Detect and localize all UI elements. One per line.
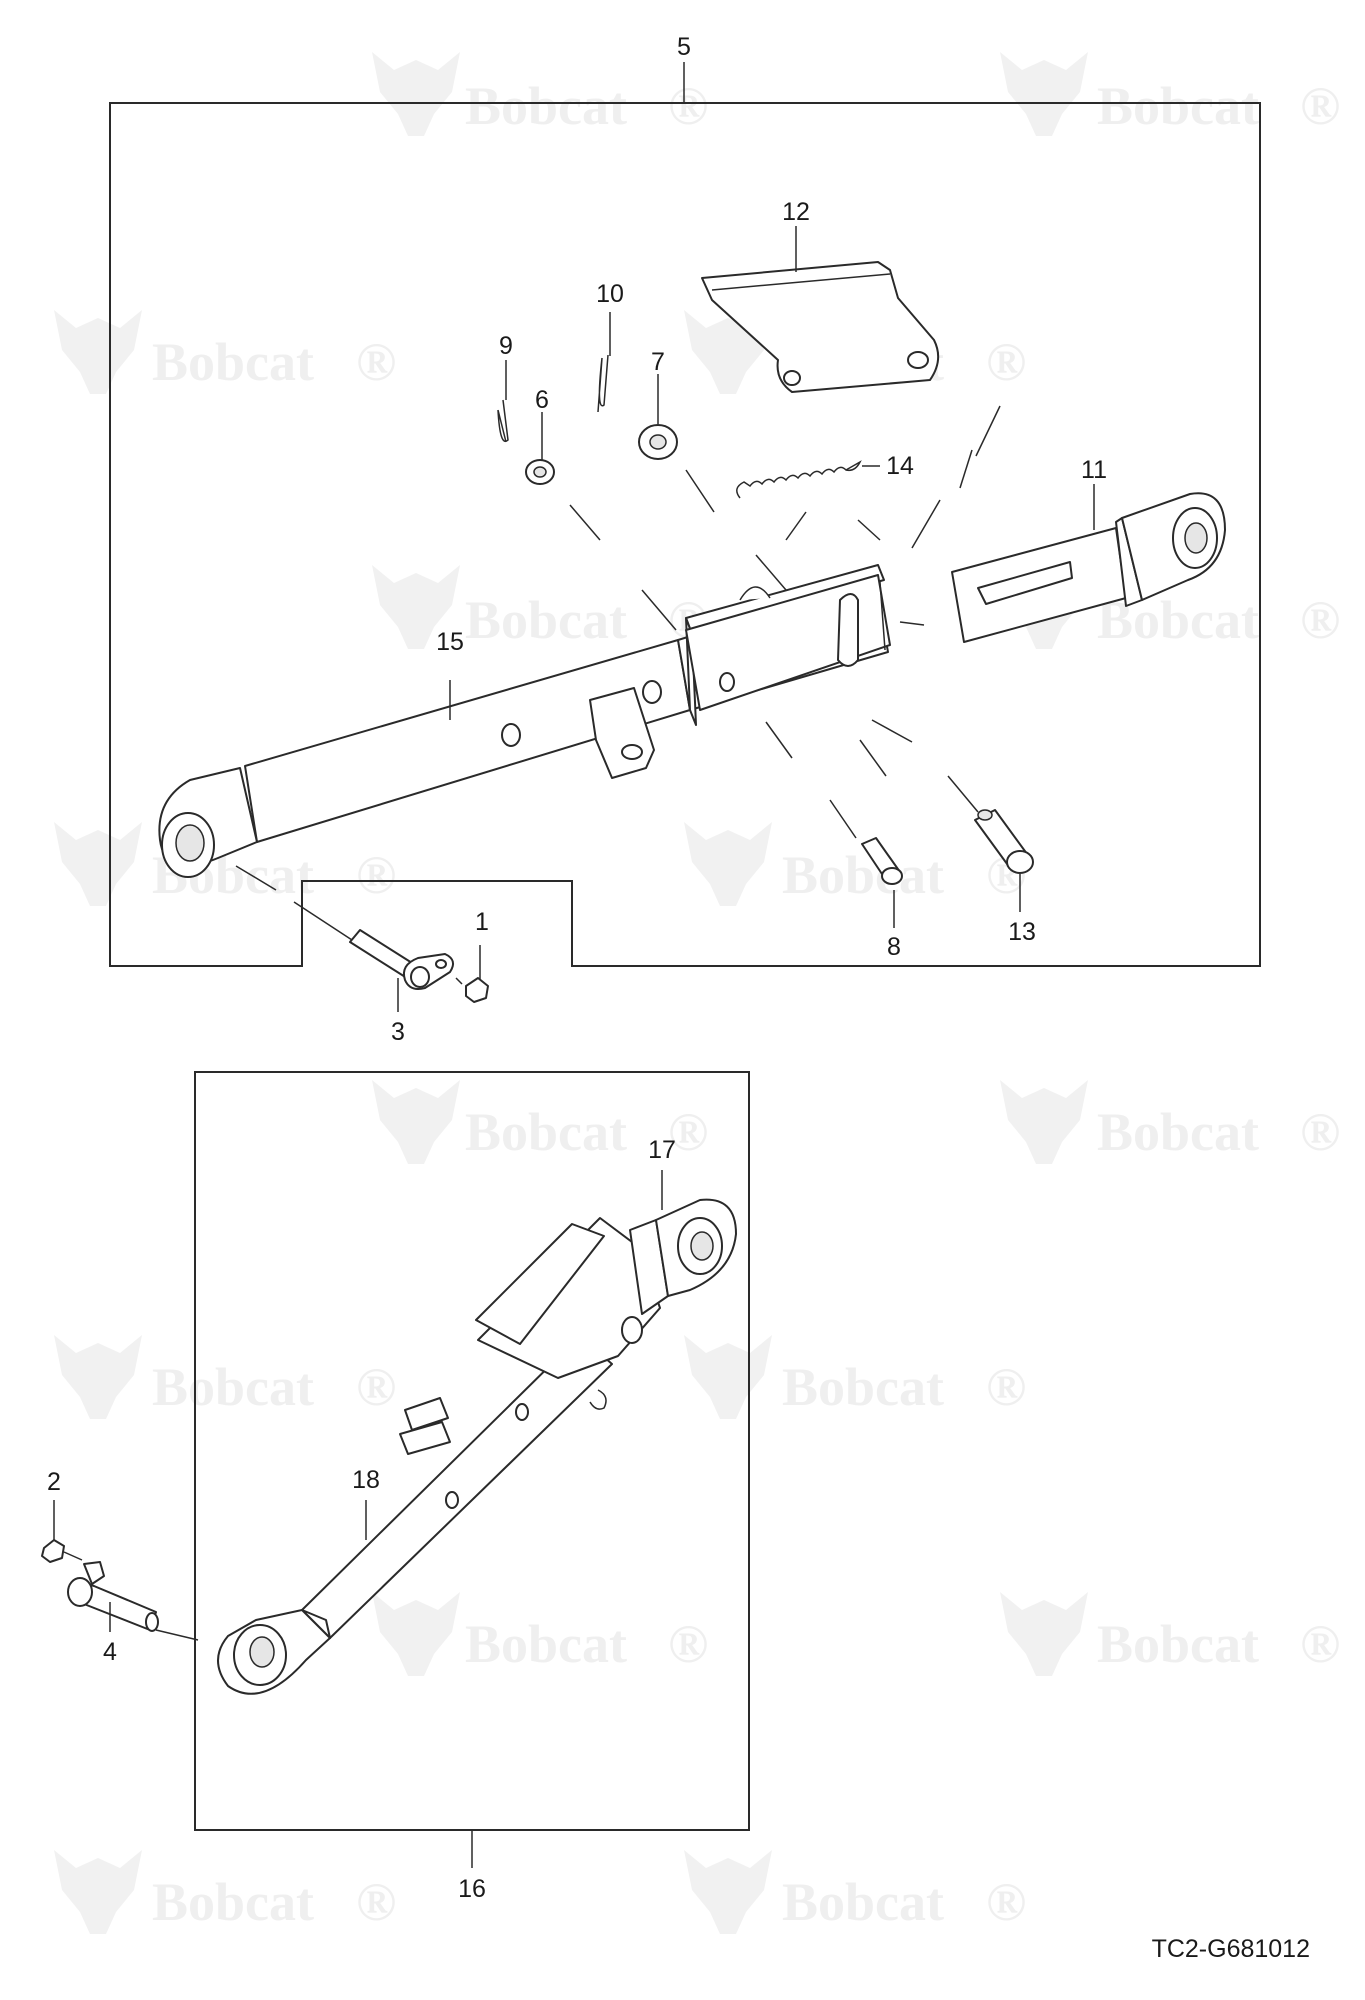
callout-7: 7 — [651, 348, 665, 376]
callout-13: 13 — [1008, 918, 1036, 946]
bobcat-logo-icon — [54, 1335, 142, 1419]
bobcat-logo-icon — [54, 310, 142, 394]
watermark-text: Bobcat — [782, 1357, 944, 1417]
bobcat-logo-icon — [1000, 52, 1088, 136]
watermark-text: Bobcat — [1097, 1102, 1259, 1162]
callout-6: 6 — [535, 386, 549, 414]
watermark-text: Bobcat — [1097, 1614, 1259, 1674]
bobcat-logo-icon — [372, 1592, 460, 1676]
callout-12: 12 — [782, 198, 810, 226]
watermark: Bobcat ® — [54, 1850, 396, 1934]
watermark-mark: ® — [986, 332, 1026, 392]
watermark: Bobcat ® — [684, 822, 1026, 906]
pin-13 — [974, 809, 1034, 874]
callout-10: 10 — [596, 280, 624, 308]
watermark: Bobcat ® — [684, 1335, 1026, 1419]
bobcat-logo-icon — [1000, 1592, 1088, 1676]
callout-1: 1 — [475, 908, 489, 936]
callout-15: 15 — [436, 628, 464, 656]
bobcat-logo-icon — [684, 1335, 772, 1419]
callout-4: 4 — [103, 1638, 117, 1666]
callout-16: 16 — [458, 1875, 486, 1903]
watermark: Bobcat ® — [1000, 1592, 1340, 1676]
lynch-pin-9 — [497, 399, 509, 443]
callout-8: 8 — [887, 933, 901, 961]
callouts: 1 2 3 4 5 6 7 8 9 10 11 12 13 14 15 16 1… — [47, 33, 1107, 1903]
watermark: Bobcat ® — [372, 52, 708, 136]
watermark: Bobcat ® — [1000, 1080, 1340, 1164]
watermark-text: Bobcat — [465, 76, 627, 136]
callout-14: 14 — [886, 452, 914, 480]
pin-3 — [349, 929, 455, 990]
watermark-mark: ® — [356, 845, 396, 905]
leader-lines — [53, 62, 1095, 1868]
assembly-outline-5 — [109, 102, 1261, 967]
watermark-mark: ® — [1300, 590, 1340, 650]
callout-3: 3 — [391, 1018, 405, 1046]
watermark-mark: ® — [986, 1872, 1026, 1932]
watermark: Bobcat ® — [1000, 52, 1340, 136]
watermark-text: Bobcat — [465, 590, 627, 650]
watermark-text: Bobcat — [465, 1614, 627, 1674]
washer-7 — [638, 424, 678, 460]
watermark-text: Bobcat — [1097, 76, 1259, 136]
watermark: Bobcat ® — [684, 1850, 1026, 1934]
callout-17: 17 — [648, 1136, 676, 1164]
watermark-group: Bobcat ® Bobcat ® Bobcat ® Bobcat ® Bobc… — [54, 52, 1340, 1934]
lower-link-arm-15 — [158, 564, 891, 878]
bobcat-logo-icon — [372, 52, 460, 136]
drawing-code: TC2-G681012 — [1152, 1935, 1310, 1963]
callout-5: 5 — [677, 33, 691, 61]
watermark-text: Bobcat — [782, 845, 944, 905]
bolt-1 — [455, 977, 489, 1003]
pin-4 — [67, 1561, 159, 1632]
lower-link-17 — [475, 1198, 737, 1410]
callout-9: 9 — [499, 332, 513, 360]
cotter-pin-10 — [597, 354, 609, 413]
spring-14 — [736, 460, 862, 499]
callout-2: 2 — [47, 1468, 61, 1496]
watermark-text: Bobcat — [1097, 590, 1259, 650]
watermark-text: Bobcat — [152, 1357, 314, 1417]
watermark-text: Bobcat — [782, 1872, 944, 1932]
watermark-mark: ® — [668, 1102, 708, 1162]
watermark-mark: ® — [356, 332, 396, 392]
bobcat-logo-icon — [1000, 1080, 1088, 1164]
watermark: Bobcat ® — [54, 310, 396, 394]
bobcat-logo-icon — [54, 822, 142, 906]
watermark-mark: ® — [356, 1872, 396, 1932]
stabilizer-slot-11 — [951, 492, 1226, 643]
watermark: Bobcat ® — [54, 1335, 396, 1419]
washer-6 — [525, 459, 555, 485]
watermark-mark: ® — [1300, 1102, 1340, 1162]
watermark: Bobcat ® — [372, 1080, 708, 1164]
watermark-mark: ® — [1300, 1614, 1340, 1674]
watermark: Bobcat ® — [372, 565, 708, 650]
pin-8 — [861, 837, 903, 885]
callout-18: 18 — [352, 1466, 380, 1494]
callout-11: 11 — [1081, 456, 1107, 484]
watermark-mark: ® — [1300, 76, 1340, 136]
bolt-2 — [41, 1539, 83, 1563]
watermark-mark: ® — [668, 1614, 708, 1674]
watermark: Bobcat ® — [1000, 565, 1340, 650]
bobcat-logo-icon — [54, 1850, 142, 1934]
bobcat-logo-icon — [684, 822, 772, 906]
watermark-mark: ® — [986, 1357, 1026, 1417]
assembly-lines — [155, 405, 1001, 1641]
watermark-text: Bobcat — [152, 332, 314, 392]
watermark-text: Bobcat — [152, 1872, 314, 1932]
lower-link-18 — [217, 1335, 613, 1695]
watermark-mark: ® — [668, 76, 708, 136]
bobcat-logo-icon — [684, 1850, 772, 1934]
watermark-mark: ® — [356, 1357, 396, 1417]
bracket-12 — [701, 261, 940, 393]
bobcat-logo-icon — [372, 1080, 460, 1164]
watermark-text: Bobcat — [465, 1102, 627, 1162]
watermark: Bobcat ® — [372, 1592, 708, 1676]
